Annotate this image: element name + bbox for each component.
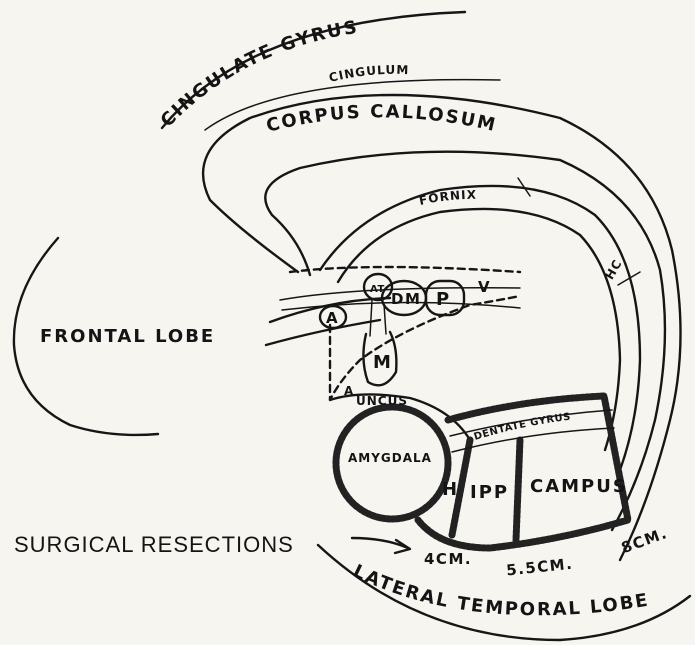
- label-4cm: 4CM.: [424, 550, 472, 568]
- label-8cm: 8CM.: [619, 524, 670, 557]
- label-m: M: [373, 352, 393, 373]
- label-surgical-resections: SURGICAL RESECTIONS: [14, 532, 294, 557]
- label-hippo-campus: CAMPUS: [530, 476, 628, 497]
- label-lateral-temporal-lobe: LATERAL TEMPORAL LOBE: [350, 561, 651, 621]
- label-5-5cm: 5.5CM.: [505, 555, 574, 580]
- label-amygdala: AMYGDALA: [348, 451, 432, 465]
- label-dm: DM: [391, 290, 421, 308]
- label-frontal-lobe: FRONTAL LOBE: [40, 326, 215, 347]
- fornix-outer: [320, 186, 640, 470]
- label-a-lower: A: [344, 384, 354, 398]
- label-p: P: [436, 289, 451, 310]
- mammillothalamic-tract: [370, 300, 386, 336]
- label-a: A: [326, 309, 339, 327]
- label-uncus: UNCUS: [356, 394, 408, 408]
- label-at: AT: [370, 284, 385, 295]
- thalamus-dashed-outline: [290, 267, 520, 272]
- label-corpus-callosum: CORPUS CALLOSUM: [264, 101, 499, 136]
- lower-dashed-outline: [330, 296, 520, 400]
- label-fornix: FORNIX: [418, 188, 477, 208]
- resection-line-5.5cm: [516, 440, 520, 540]
- label-hippo-h: H: [442, 479, 459, 500]
- label-hippo-ipp: IPP: [470, 482, 509, 503]
- label-v: V: [478, 278, 491, 296]
